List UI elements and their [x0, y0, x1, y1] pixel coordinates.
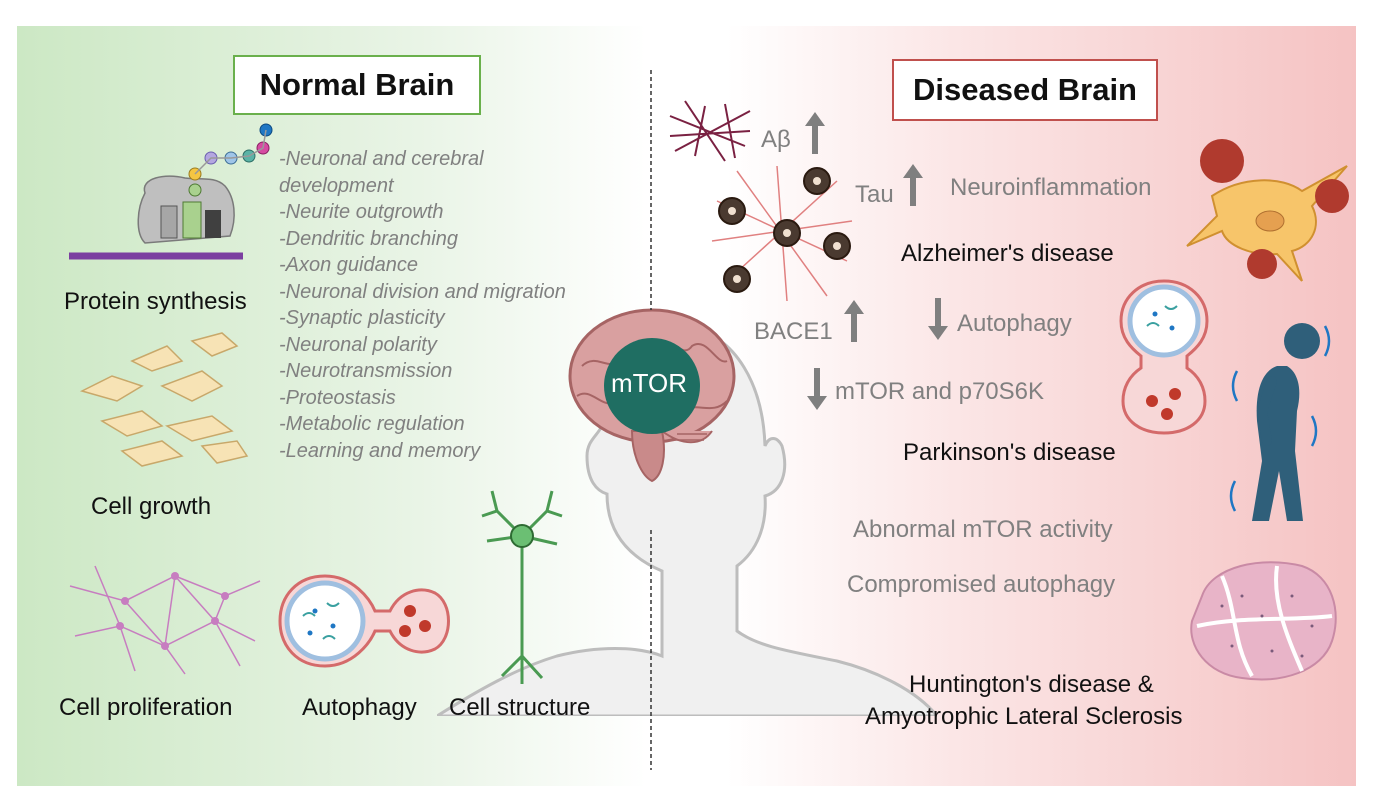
arrow-down-icon	[928, 298, 948, 340]
divider-line	[650, 70, 652, 770]
arrow-down-icon	[807, 368, 827, 410]
function-item: development	[279, 174, 394, 197]
neuroinflammation-label: Neuroinflammation	[950, 174, 1152, 201]
function-item: -Neurotransmission	[279, 360, 453, 382]
function-item: -Dendritic branching	[279, 227, 458, 250]
tau-tangle-icon	[711, 165, 853, 302]
microglia-icon	[1186, 139, 1349, 282]
cell-proliferation-label: Cell proliferation	[59, 694, 233, 721]
arrow-up-icon	[844, 300, 864, 342]
function-item: -Synaptic plasticity	[279, 307, 445, 329]
autophagy-label: Autophagy	[302, 694, 417, 721]
function-item: -Proteostasis	[279, 386, 396, 409]
autophagosome-icon	[1119, 279, 1209, 435]
amyloid-fibril-icon	[669, 100, 751, 162]
brain-icon	[568, 308, 736, 483]
autophagosome-icon	[278, 574, 450, 668]
als-label: Amyotrophic Lateral Sclerosis	[865, 703, 1183, 730]
mtor-label: mTOR	[610, 368, 688, 398]
function-item: -Neuronal and cerebral	[279, 148, 484, 170]
function-item: -Neuronal division and migration	[279, 280, 566, 303]
tau-label: Tau	[855, 181, 894, 208]
ribosome-icon	[69, 123, 273, 260]
arrow-up-icon	[903, 164, 923, 206]
diseased-brain-title: Diseased Brain	[892, 59, 1158, 121]
neural-network-icon	[69, 565, 261, 675]
normal-brain-title: Normal Brain	[233, 55, 481, 115]
compromised-autophagy-label: Compromised autophagy	[847, 571, 1116, 598]
cell-structure-label: Cell structure	[449, 694, 591, 721]
mtor-p70-label: mTOR and p70S6K	[835, 378, 1045, 405]
function-item: -Metabolic regulation	[279, 413, 465, 435]
figure-panel: mTOR Normal Brain Protein synthesis -Neu…	[17, 26, 1356, 786]
cell-cluster-icon	[79, 332, 249, 467]
bace1-label: BACE1	[754, 318, 833, 345]
patient-figure-icon	[1229, 323, 1331, 521]
abeta-label: Aβ	[761, 126, 791, 153]
function-item: -Neurite outgrowth	[279, 201, 444, 223]
function-item: -Learning and memory	[279, 439, 481, 462]
normal-function-list: -Neuronal and cerebral development -Neur…	[279, 146, 566, 464]
arrow-up-icon	[805, 112, 825, 154]
head-silhouette-icon	[437, 324, 937, 716]
abnormal-mtor-label: Abnormal mTOR activity	[853, 516, 1113, 543]
function-item: -Neuronal polarity	[279, 333, 437, 356]
alzheimers-label: Alzheimer's disease	[901, 240, 1114, 267]
function-item: -Axon guidance	[279, 254, 418, 276]
huntington-label: Huntington's disease &	[909, 671, 1154, 698]
parkinsons-label: Parkinson's disease	[903, 439, 1116, 466]
autophagy-down-label: Autophagy	[957, 310, 1072, 337]
neuron-icon	[481, 490, 563, 684]
striatum-tissue-icon	[1190, 561, 1337, 681]
protein-synthesis-label: Protein synthesis	[64, 288, 247, 315]
cell-growth-label: Cell growth	[91, 493, 212, 520]
